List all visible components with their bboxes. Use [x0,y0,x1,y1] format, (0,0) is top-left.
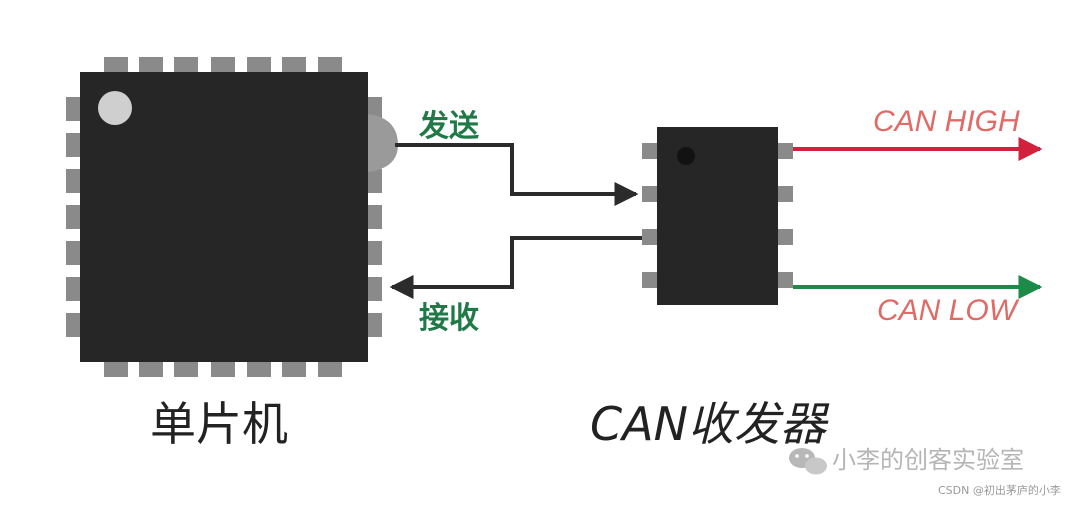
watermark-main-text: 小李的创客实验室 [832,446,1024,474]
can-high-label: CAN HIGH [873,105,1020,138]
transceiver-right-pins [775,143,793,288]
receive-label: 接收 [419,301,479,336]
mcu-top-pins [104,57,342,73]
transceiver-caption: CAN收发器 [590,397,830,451]
mcu-body [80,72,368,362]
mcu-bottom-pins [104,361,342,377]
receive-wire [389,236,642,299]
mcu-left-pins [66,97,82,337]
send-label: 发送 [418,109,479,144]
transceiver-left-pins [642,143,660,288]
can-low-label: CAN LOW [877,294,1020,327]
mcu-side-bump [368,114,398,172]
watermark: 小李的创客实验室 CSDN @初出茅庐的小李 [789,446,1061,497]
mcu-chip [66,57,398,377]
can-transceiver-chip [642,127,793,305]
transceiver-pin1-dot [677,147,695,165]
mcu-caption: 单片机 [150,397,288,451]
send-wire [395,143,639,206]
wechat-icon [789,448,827,475]
watermark-sub-text: CSDN @初出茅庐的小李 [938,483,1061,497]
mcu-pin1-dot [98,91,132,125]
transceiver-body [657,127,778,305]
